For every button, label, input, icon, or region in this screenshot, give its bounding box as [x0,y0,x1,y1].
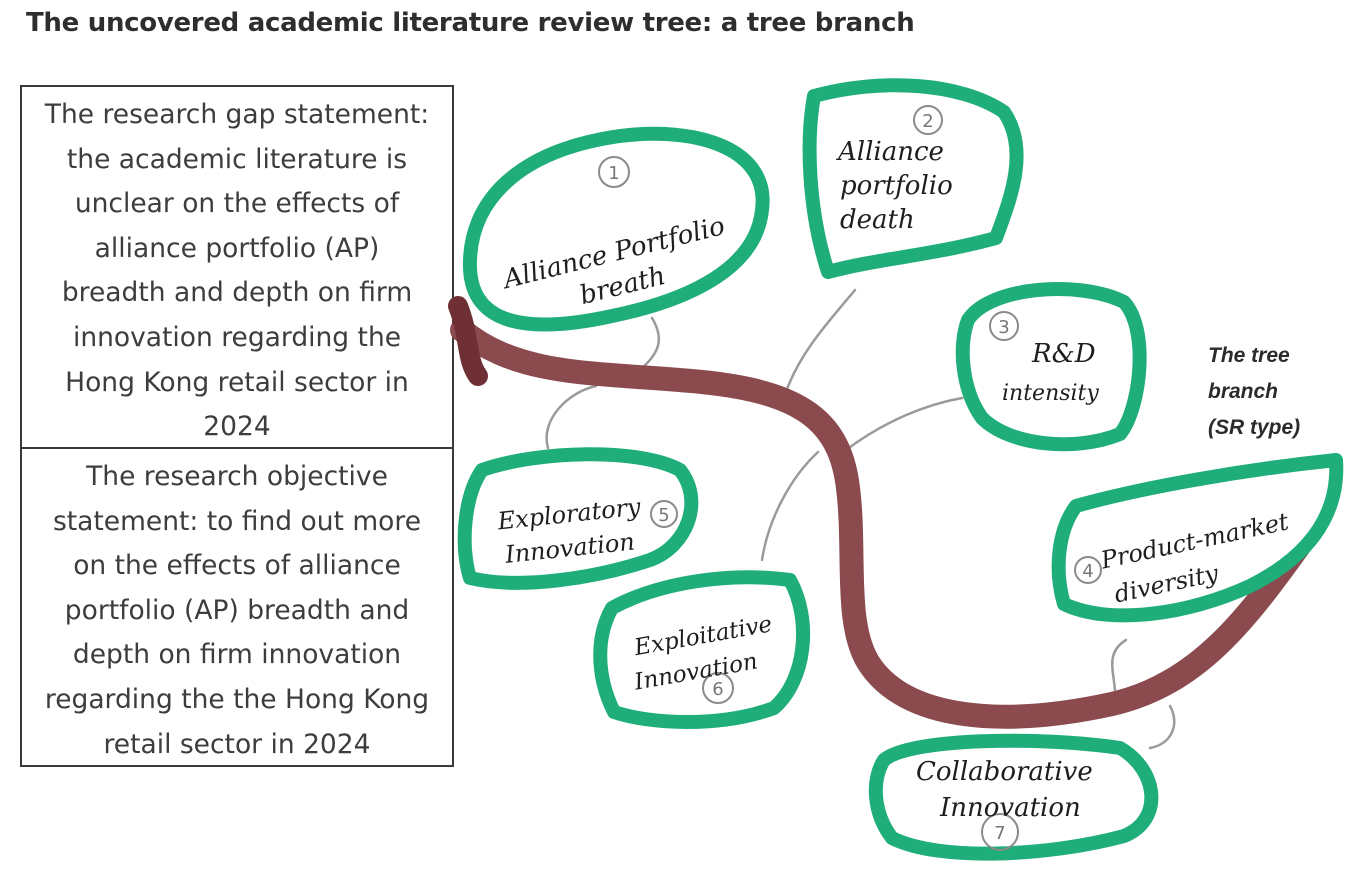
leaf-number: 2 [922,111,933,132]
research-objective-line: regarding the the Hong Kong [44,683,430,715]
research-objective-line: The research objective [86,461,388,492]
leaf-number: 7 [994,823,1005,844]
stem-2 [784,288,857,394]
leaf-label-line: portfolio [840,171,953,201]
research-gap-line: 2024 [203,411,271,443]
leaf-number-circle-3 [989,311,1019,341]
leaf-shape-6 [593,570,811,729]
branch-stump [448,296,488,386]
leaf-number-circle-7 [981,813,1019,851]
leaf-number: 4 [1082,561,1093,582]
leaf-label-line: Collaborative [916,757,1093,787]
leaf-label-line: Innovation [939,793,1081,823]
research-objective-box: The research objective statement: to fin… [20,447,454,767]
research-gap-line: alliance portfolio (AP) [94,232,380,264]
research-gap-line: Hong Kong retail sector in [65,366,409,398]
leaf-number-circle-6 [702,672,734,704]
research-gap-line: unclear on the effects of [74,188,400,220]
page-title: The uncovered academic literature review… [26,8,915,38]
research-objective-line: statement: to find out more [52,505,421,537]
leaf-label-line: intensity [1002,381,1099,406]
leaf-number-circle-4 [1074,556,1102,584]
leaf-shape-7 [868,733,1159,861]
stem-1 [640,316,661,370]
leaf-shape-3 [955,282,1147,452]
leaf-number: 1 [608,163,619,184]
research-gap-line: The research gap statement: [44,99,430,130]
leaves [457,78,1344,861]
leaf-number-circle-1 [598,156,630,188]
research-objective-line: on the effects of alliance [73,550,401,582]
leaf-number: 3 [998,317,1009,338]
leaf-label-line: R&D [1031,339,1096,369]
leaf-number: 5 [658,505,669,526]
tree-branch-label-line: (SR type) [1208,416,1301,439]
leaf-label-2: Alliance portfolio death [836,137,953,235]
research-gap-box: The research gap statement: the academic… [20,85,454,449]
research-gap-line: breadth and depth on firm [61,277,413,309]
leaf-label-line: Alliance [836,137,944,167]
tree-branch-label: The tree branch (SR type) [1208,338,1338,446]
stem-6 [760,450,820,562]
leaf-number: 6 [712,679,723,700]
leaf-shape-5 [457,447,699,590]
leaf-numbers: 1 2 3 4 5 6 7 [608,111,1093,844]
stem-5 [545,384,598,450]
leaf-shape-4 [1051,453,1344,623]
tree-branch-label-line: branch [1208,380,1279,403]
leaf-shape-2 [802,78,1024,279]
stem-3 [844,396,964,452]
branch-path [450,318,1314,729]
leaf-label-3: R&D intensity [1002,339,1099,406]
leaf-number-circle-5 [650,500,678,528]
leaf-label-7: Collaborative Innovation [916,757,1093,823]
leaf-number-circles [598,105,1102,851]
leaf-number-circle-2 [913,105,943,135]
research-objective-line: portfolio (AP) breadth and [64,594,410,626]
research-objective-line: retail sector in 2024 [103,728,371,760]
leaf-label-line: death [840,205,915,235]
leaf-shape-1 [462,126,770,332]
research-gap-line: the academic literature is [66,143,408,175]
research-objective-line: depth on firm innovation [72,639,402,671]
tree-branch-label-line: The tree [1208,344,1290,367]
research-gap-line: innovation regarding the [72,321,402,353]
stem-7 [1148,704,1176,750]
